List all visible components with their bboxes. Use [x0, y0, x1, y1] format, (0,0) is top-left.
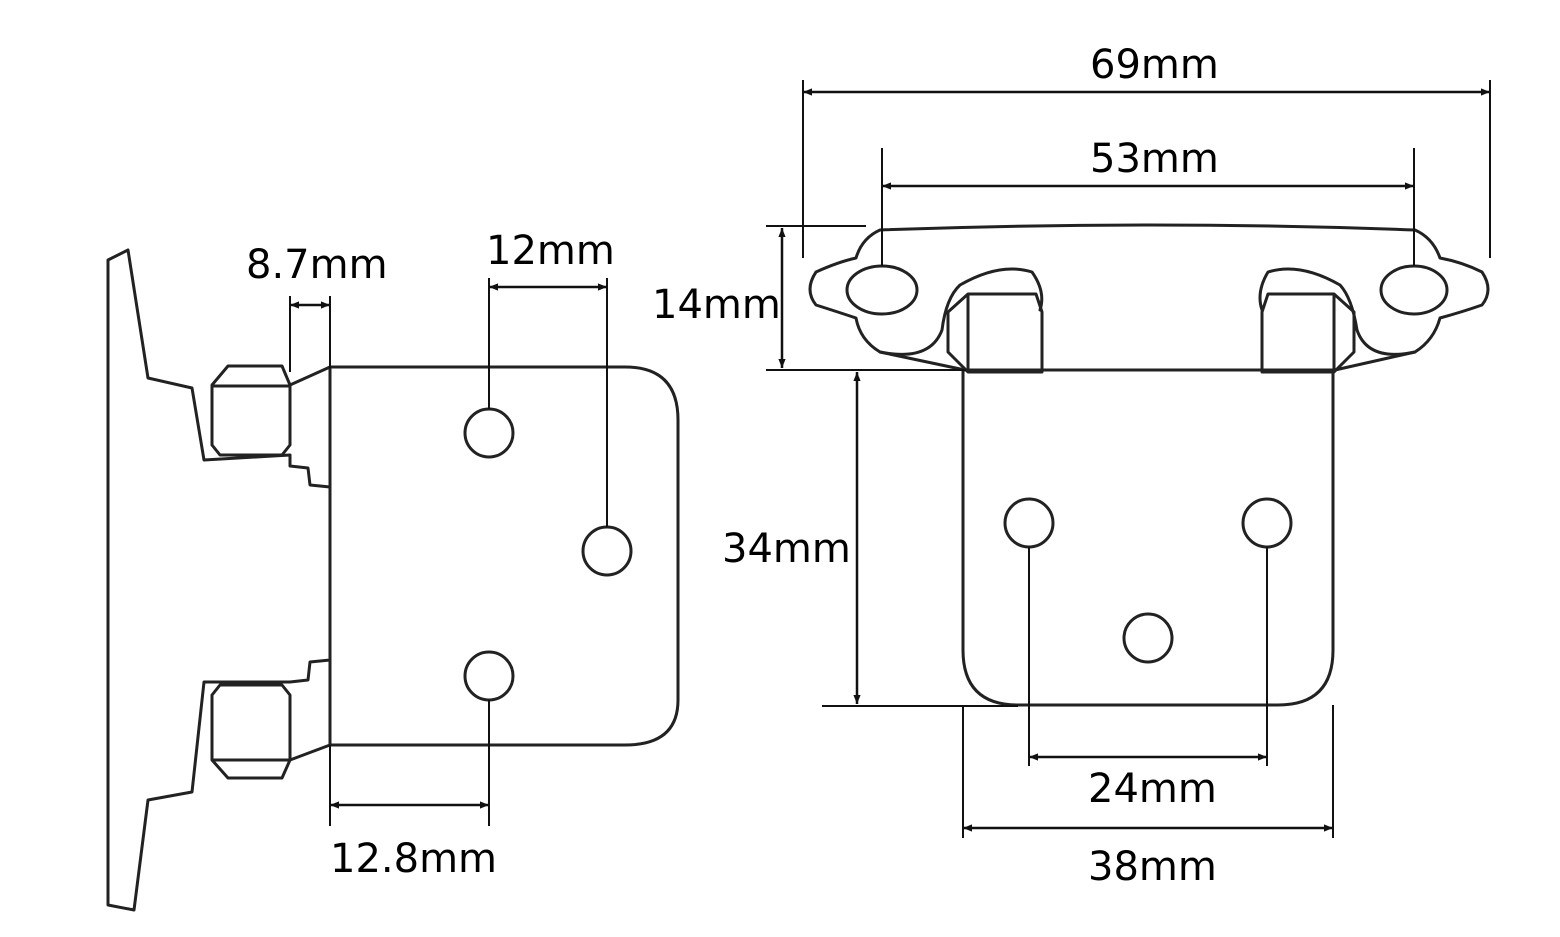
knuckle-left [946, 292, 1044, 374]
dim-69mm-label: 69mm [1090, 42, 1219, 88]
mounting-flange [808, 223, 1490, 372]
front-hole-right [1241, 497, 1293, 549]
side-hole-top [463, 407, 515, 459]
side-hole-middle [581, 525, 633, 577]
side-view: 8.7mm 12mm 12.8mm [106, 228, 680, 912]
flange-hole-left [845, 264, 919, 316]
dim-12mm-label: 12mm [486, 228, 615, 274]
dim-8-7mm-label: 8.7mm [246, 242, 388, 288]
front-hole-left [1003, 497, 1055, 549]
front-leaf-plate [961, 368, 1335, 707]
dim-24mm-label: 24mm [1088, 766, 1217, 812]
dim-38mm-label: 38mm [1088, 844, 1217, 890]
dim-34mm-label: 34mm [722, 526, 851, 572]
upper-knuckle [210, 364, 292, 457]
front-hole-bottom [1122, 612, 1174, 664]
knuckle-right [1260, 292, 1356, 374]
dim-12-8mm-label: 12.8mm [330, 836, 497, 882]
side-leaf-plate [288, 365, 680, 762]
flange-hole-right [1379, 264, 1449, 316]
lower-knuckle [210, 683, 292, 780]
dim-53mm-label: 53mm [1090, 136, 1219, 182]
door-panel [106, 248, 332, 912]
side-hole-bottom [463, 650, 515, 702]
dim-14mm-label: 14mm [652, 282, 781, 328]
front-view: 69mm 53mm 14mm 34mm 24mm 38mm [652, 42, 1491, 890]
